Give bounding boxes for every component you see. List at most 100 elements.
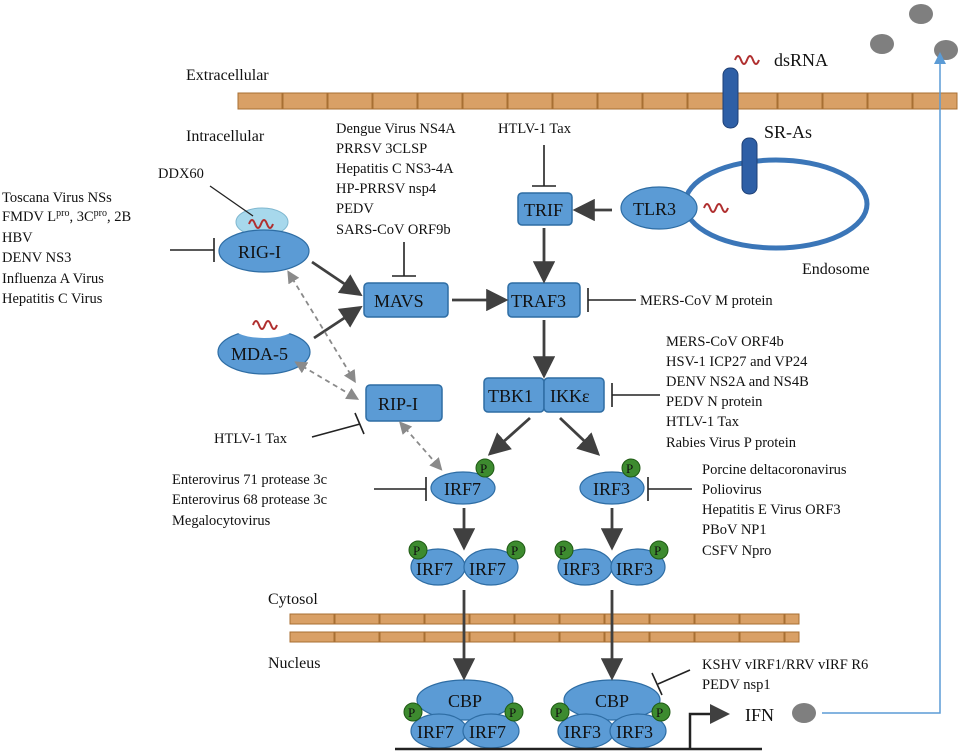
irf3-label: IRF3 — [616, 559, 653, 579]
membrane-segment — [289, 613, 335, 625]
phospho-label: P — [656, 705, 663, 720]
inhibit-tbk1 — [611, 383, 660, 407]
dsrna-squiggle — [734, 55, 760, 65]
ifn-label: IFN — [745, 705, 774, 725]
irf3-dimer-right — [610, 548, 666, 586]
phospho-irf3-dimer — [649, 540, 669, 560]
membrane-segment — [739, 631, 785, 643]
phospho-irf7 — [475, 458, 495, 478]
inhibitor-label: MERS-CoV ORF4b — [666, 334, 784, 350]
membrane-segment — [732, 92, 778, 110]
inhibitor-label: SARS-CoV ORF9b — [336, 222, 451, 238]
inhibit-mavs — [392, 242, 416, 277]
arrow-tbk1-irf3 — [559, 416, 601, 456]
irf7-dimer-right — [463, 548, 519, 586]
irf3-label: IRF3 — [593, 479, 630, 499]
inhibitor-label: Hepatitis C NS3-4A — [336, 161, 454, 177]
arrow-tbk1-irf7 — [487, 416, 531, 456]
ifn-particles — [870, 4, 958, 60]
inhibitors-mavs: Dengue Virus NS4A PRRSV 3CLSP Hepatitis … — [336, 121, 456, 238]
phospho-irf3-dimer — [554, 540, 574, 560]
membrane-segment — [597, 92, 643, 110]
membrane-segment — [334, 631, 380, 643]
inhibit-rig-i — [170, 238, 215, 262]
irf7-label: IRF7 — [417, 722, 454, 742]
phospho-label: P — [559, 543, 566, 558]
inhibitor-label: FMDV Lpro, 3Cpro, 2B — [2, 208, 131, 226]
nuclear-membrane-outer — [289, 613, 800, 625]
traf3-label: TRAF3 — [511, 291, 566, 311]
membrane-segment — [694, 613, 740, 625]
inhibitors-tbk1: MERS-CoV ORF4b HSV-1 ICP27 and VP24 DENV… — [666, 334, 809, 451]
phospho-cbp-irf7 — [403, 702, 423, 722]
membrane-segment — [642, 92, 688, 110]
sr-as-label: SR-As — [764, 122, 812, 142]
inhibitor-label: CSFV Npro — [702, 543, 771, 559]
inhibitor-label: Enterovirus 68 protease 3c — [172, 492, 327, 508]
phospho-label: P — [413, 543, 420, 558]
irf7-monomer — [430, 471, 496, 505]
ifn-particle — [909, 4, 933, 24]
ddx60-pointer — [209, 185, 254, 217]
tlr3-node — [620, 186, 698, 230]
inhibitor-label: HSV-1 ICP27 and VP24 — [666, 354, 808, 370]
region-endosome: Endosome — [802, 261, 870, 278]
membrane-segment — [372, 92, 418, 110]
ifn-product — [792, 703, 816, 723]
region-intracellular: Intracellular — [186, 128, 265, 145]
inhibitor-label: Enterovirus 71 protease 3c — [172, 472, 327, 488]
inhibitors-irf3: Porcine deltacoronavirus Poliovirus Hepa… — [702, 462, 847, 559]
inhibitor-label: Dengue Virus NS4A — [336, 121, 456, 137]
endosome-dsrna — [703, 203, 729, 213]
phospho-cbp-irf3 — [550, 702, 570, 722]
membrane-segment — [514, 631, 560, 643]
membrane-segment — [604, 613, 650, 625]
cbp-label: CBP — [448, 691, 482, 711]
tbk1-label: TBK1 — [488, 386, 533, 406]
inhibit-trif — [532, 145, 556, 187]
inhibitor-label: HP-PRRSV nsp4 — [336, 181, 437, 197]
inhibitor-label-trif: HTLV-1 Tax — [498, 121, 572, 137]
rig-i-rna — [248, 219, 274, 229]
inhibit-rip-i — [311, 412, 365, 438]
inhibitor-label: Porcine deltacoronavirus — [702, 462, 847, 478]
rip-i-node — [365, 384, 443, 422]
rig-i-node — [218, 229, 310, 273]
phospho-label: P — [480, 461, 487, 476]
rip-i-label: RIP-I — [378, 394, 418, 414]
phospho-label: P — [511, 543, 518, 558]
inhibitor-label: DENV NS2A and NS4B — [666, 374, 809, 390]
irf7-label: IRF7 — [416, 559, 453, 579]
ddx60-label: DDX60 — [158, 166, 204, 182]
inhibitor-label: PEDV N protein — [666, 394, 763, 410]
mavs-label: MAVS — [374, 291, 424, 311]
region-extracellular: Extracellular — [186, 67, 269, 84]
membrane-segment — [289, 631, 335, 643]
inhibitors-nuclear: KSHV vIRF1/RRV vIRF R6 PEDV nsp1 — [702, 657, 868, 693]
region-cytosol: Cytosol — [268, 591, 318, 608]
membrane-segment — [424, 631, 470, 643]
membrane-segment — [784, 631, 800, 643]
inhibitor-label: Poliovirus — [702, 482, 762, 498]
membrane-segment — [694, 631, 740, 643]
phospho-cbp-irf7 — [504, 702, 524, 722]
inhibitor-label-rip-i: HTLV-1 Tax — [214, 431, 288, 447]
tlr3-label: TLR3 — [633, 199, 676, 219]
membrane-segment — [559, 613, 605, 625]
ifn-secretion-line — [822, 52, 946, 714]
inhibitor-label-traf3: MERS-CoV M protein — [640, 293, 773, 309]
inhibitor-label: Megalocytovirus — [172, 513, 271, 529]
inhibitor-label: HTLV-1 Tax — [666, 414, 740, 430]
inhibit-traf3 — [587, 288, 636, 312]
irf3-label: IRF3 — [563, 559, 600, 579]
irf7-label: IRF7 — [469, 559, 506, 579]
irf3-label: IRF3 — [616, 722, 653, 742]
inhibit-nuclear — [651, 669, 691, 696]
phospho-label: P — [654, 543, 661, 558]
irf3-monomer — [579, 471, 645, 505]
membrane-segment — [552, 92, 598, 110]
inhibit-irf7 — [374, 477, 427, 501]
phospho-irf7-dimer — [506, 540, 526, 560]
membrane-segment — [237, 92, 283, 110]
membrane-segment — [417, 92, 463, 110]
